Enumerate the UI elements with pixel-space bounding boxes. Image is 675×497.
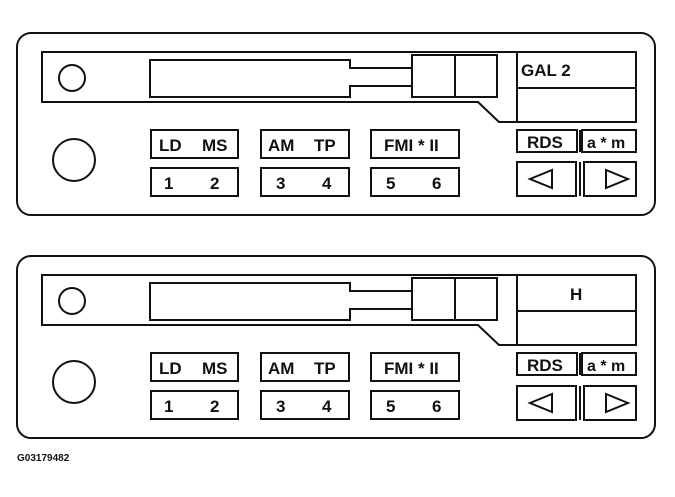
panel-1-button-fmi[interactable]: FMI * II bbox=[370, 129, 460, 159]
panel-1-faceplate bbox=[16, 32, 656, 216]
panel-1-cassette-strip bbox=[41, 51, 518, 123]
right-arrow-icon bbox=[605, 168, 631, 190]
panel-2-am-button[interactable] bbox=[581, 352, 637, 376]
panel-2-cassette-strip bbox=[41, 274, 518, 346]
panel-2-display-text: H bbox=[570, 285, 582, 304]
panel-1-tape-slot bbox=[149, 59, 413, 98]
right-arrow-icon bbox=[605, 392, 631, 414]
panel-1-rds-label: RDS bbox=[527, 133, 563, 152]
panel-2-seek-right-button[interactable] bbox=[583, 385, 637, 421]
panel-1-button-ld-ms[interactable]: LD MS bbox=[150, 129, 239, 159]
panel-2-ld-label: LD bbox=[159, 359, 182, 378]
panel-1-preset-1-label: 1 bbox=[164, 174, 173, 193]
panel-1-preset-2-label: 2 bbox=[210, 174, 219, 193]
panel-1-volume-knob[interactable] bbox=[52, 138, 96, 182]
panel-1-eject-knob[interactable] bbox=[58, 64, 86, 92]
radio-panel-1: GAL 2 LD MS AM TP FMI * II 1 bbox=[16, 32, 656, 216]
panel-2-preset-1-2[interactable]: 1 2 bbox=[150, 390, 239, 420]
panel-2-am-mode-label: a * m bbox=[587, 358, 625, 375]
panel-1-display-text: GAL 2 bbox=[521, 61, 571, 80]
panel-1-preset-4-label: 4 bbox=[322, 174, 332, 193]
panel-2-preset-4-label: 4 bbox=[322, 397, 332, 416]
panel-2-preset-3-4[interactable]: 3 4 bbox=[260, 390, 350, 420]
panel-2-preset-1-label: 1 bbox=[164, 397, 173, 416]
panel-1-preset-1-2[interactable]: 1 2 bbox=[150, 167, 239, 197]
panel-2-rds-label: RDS bbox=[527, 356, 563, 375]
panel-1-ld-label: LD bbox=[159, 136, 182, 155]
panel-2-volume-knob[interactable] bbox=[52, 360, 96, 404]
panel-2-preset-6-label: 6 bbox=[432, 397, 441, 416]
panel-2-faceplate bbox=[16, 255, 656, 439]
panel-1-preset-5-6[interactable]: 5 6 bbox=[370, 167, 460, 197]
panel-1-seek-right-button[interactable] bbox=[583, 161, 637, 197]
panel-2-am-label: AM bbox=[268, 359, 294, 378]
left-arrow-icon bbox=[527, 392, 553, 414]
panel-1-preset-3-label: 3 bbox=[276, 174, 285, 193]
panel-2-preset-2-label: 2 bbox=[210, 397, 219, 416]
panel-2-tp-label: TP bbox=[314, 359, 336, 378]
panel-1-button-am-tp[interactable]: AM TP bbox=[260, 129, 350, 159]
panel-2-preset-5-label: 5 bbox=[386, 397, 395, 416]
panel-2-preset-3-label: 3 bbox=[276, 397, 285, 416]
panel-2-eject-knob[interactable] bbox=[58, 287, 86, 315]
radio-panel-2: H LD MS AM TP FMI * II 1 2 bbox=[16, 255, 656, 439]
panel-1-seek-left-button[interactable] bbox=[516, 161, 577, 197]
panel-2-tape-slot bbox=[149, 282, 413, 321]
panel-2-button-am-tp[interactable]: AM TP bbox=[260, 352, 350, 382]
panel-1-am-button[interactable] bbox=[581, 129, 637, 153]
panel-2-rds-button[interactable] bbox=[516, 352, 578, 376]
left-arrow-icon bbox=[527, 168, 553, 190]
panel-2-preset-5-6[interactable]: 5 6 bbox=[370, 390, 460, 420]
panel-1-preset-5-label: 5 bbox=[386, 174, 395, 193]
panel-1-tp-label: TP bbox=[314, 136, 336, 155]
panel-1-rds-button[interactable] bbox=[516, 129, 578, 153]
panel-1-am-mode-label: a * m bbox=[587, 135, 625, 152]
panel-2-button-fmi[interactable]: FMI * II bbox=[370, 352, 460, 382]
panel-1-preset-6-label: 6 bbox=[432, 174, 441, 193]
panel-1-ms-label: MS bbox=[202, 136, 228, 155]
panel-1-am-label: AM bbox=[268, 136, 294, 155]
panel-2-seek-left-button[interactable] bbox=[516, 385, 577, 421]
figure-id: G03179482 bbox=[17, 453, 70, 464]
panel-2-ms-label: MS bbox=[202, 359, 228, 378]
panel-2-fmi-label: FMI * II bbox=[384, 359, 439, 378]
panel-1-fmi-label: FMI * II bbox=[384, 136, 439, 155]
panel-1-preset-3-4[interactable]: 3 4 bbox=[260, 167, 350, 197]
panel-2-button-ld-ms[interactable]: LD MS bbox=[150, 352, 239, 382]
